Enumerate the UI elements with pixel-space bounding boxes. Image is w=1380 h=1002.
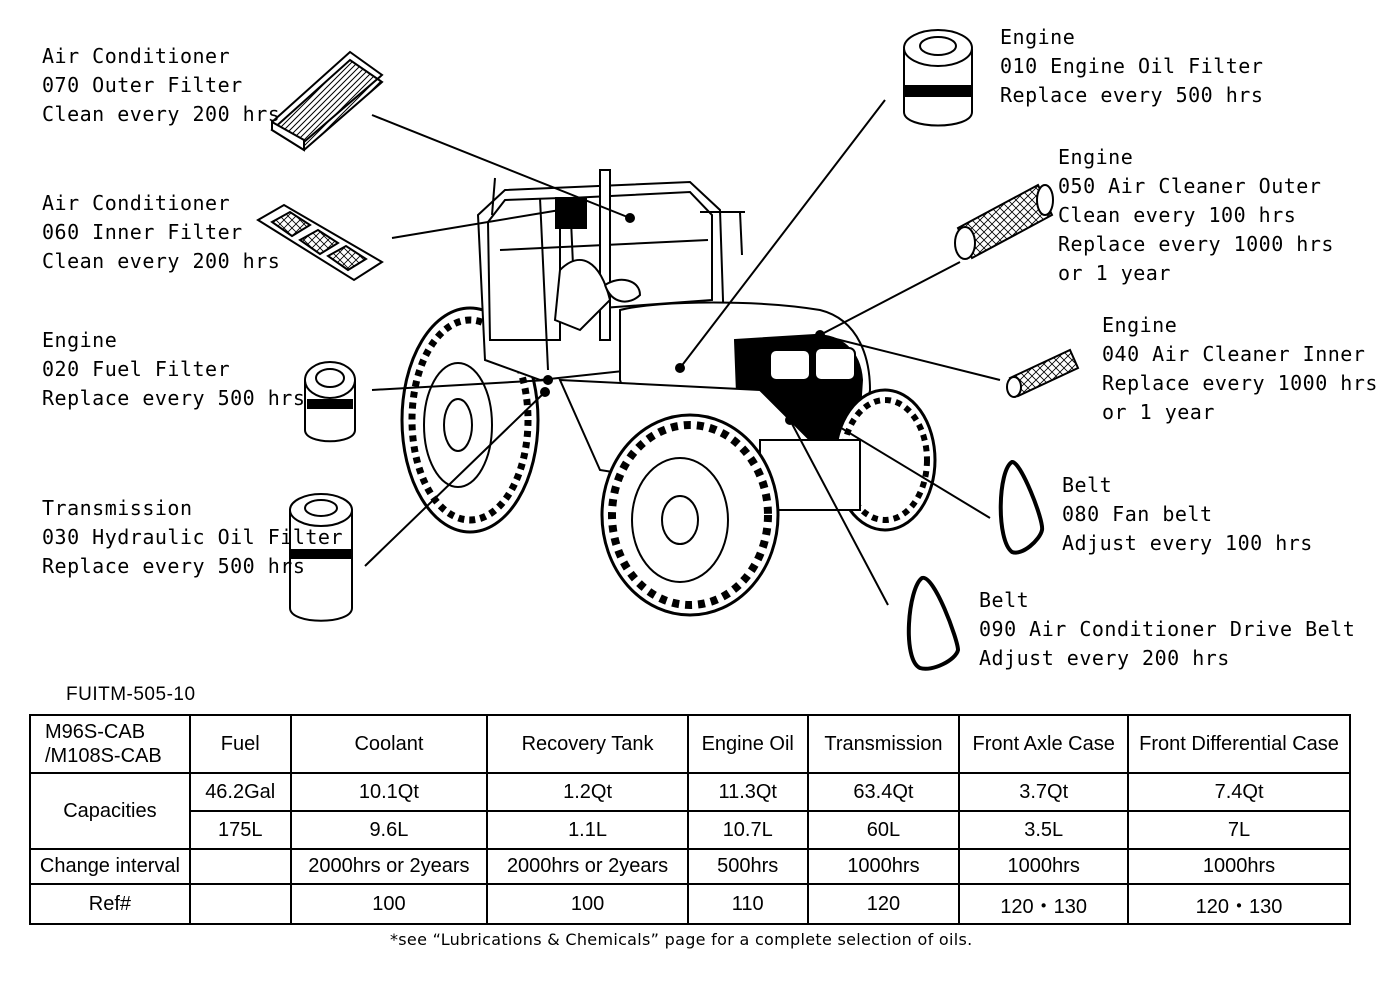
table-cell: 2000hrs or 2years: [289, 848, 489, 885]
table-cell: 3.5L: [958, 810, 1130, 850]
table-cell: 7L: [1127, 810, 1351, 850]
column-header: Engine Oil: [686, 714, 809, 774]
row-label: Capacities: [29, 772, 191, 850]
column-header: Recovery Tank: [486, 714, 689, 774]
table-cell: 7.4Qt: [1127, 772, 1351, 812]
table-row: Capacities 46.2Gal 10.1Qt 1.2Qt 11.3Qt 6…: [29, 772, 1351, 850]
table-cell: 1000hrs: [1127, 848, 1351, 885]
row-label: Ref#: [29, 883, 191, 925]
callout-hydraulic-filter: Transmission 030 Hydraulic Oil Filter Re…: [42, 496, 343, 578]
front-left-tire: [600, 413, 780, 617]
tractor-diagram: [256, 29, 1080, 671]
fan-belt-part: [998, 460, 1045, 555]
callout-engine-oil-filter: Engine 010 Engine Oil Filter Replace eve…: [1000, 25, 1264, 107]
table-cell: 100: [289, 883, 489, 925]
row-label: Change interval: [29, 848, 191, 885]
callout-air-cleaner-inner: Engine 040 Air Cleaner Inner Replace eve…: [1102, 313, 1378, 424]
tractor-illustration: [400, 169, 937, 617]
callout-outer-filter: Air Conditioner 070 Outer Filter Clean e…: [42, 44, 281, 126]
callout-air-cleaner-outer: Engine 050 Air Cleaner Outer Clean every…: [1058, 145, 1334, 285]
table-cell: 9.6L: [289, 810, 489, 850]
column-header: Front Differential Case: [1127, 714, 1351, 774]
table-cell: [188, 848, 292, 885]
table-cell: 11.3Qt: [686, 772, 809, 812]
callout-fan-belt: Belt 080 Fan belt Adjust every 100 hrs: [1062, 473, 1313, 555]
air-cleaner-inner-part: [1006, 348, 1080, 398]
table-cell: 110: [686, 883, 809, 925]
table-cell: 63.4Qt: [806, 772, 961, 812]
table-cell: 120: [806, 883, 961, 925]
table-cell: 1000hrs: [806, 848, 961, 885]
column-header: Transmission: [806, 714, 961, 774]
hydraulic-filter-part: [289, 493, 353, 622]
table-cell: 46.2Gal: [188, 772, 292, 812]
table-cell: 500hrs: [686, 848, 809, 885]
table-cell: 120・130: [958, 883, 1130, 925]
document-code: FUITM-505-10: [66, 684, 196, 705]
callout-inner-filter: Air Conditioner 060 Inner Filter Clean e…: [42, 191, 281, 273]
callout-ac-drive-belt: Belt 090 Air Conditioner Drive Belt Adju…: [979, 588, 1356, 670]
leader-lines: [364, 99, 1001, 606]
table-cell: 2000hrs or 2years: [486, 848, 689, 885]
table-cell: 1000hrs: [958, 848, 1130, 885]
table-cell: 10.7L: [686, 810, 809, 850]
engine-oil-filter-part: [903, 29, 973, 127]
table-row: Ref# 100 100 110 120 120・130 120・130: [29, 883, 1351, 925]
table-row: Change interval 2000hrs or 2years 2000hr…: [29, 848, 1351, 885]
table-cell: [188, 883, 292, 925]
inner-filter-part: [256, 203, 384, 282]
table-cell: 120・130: [1127, 883, 1351, 925]
table-cell: 175L: [188, 810, 292, 850]
callout-fuel-filter: Engine 020 Fuel Filter Replace every 500…: [42, 328, 306, 410]
table-cell: 1.1L: [486, 810, 689, 850]
column-header: Coolant: [289, 714, 489, 774]
fuel-filter-part: [304, 361, 356, 443]
table-cell: 100: [486, 883, 689, 925]
table-cell: 60L: [806, 810, 961, 850]
table-row: 175L 9.6L 1.1L 10.7L 60L 3.5L 7L: [30, 810, 1351, 850]
ac-belt-part: [906, 576, 961, 671]
table-cell: 10.1Qt: [289, 772, 489, 812]
capacities-table: M96S-CAB /M108S-CAB Fuel Coolant Recover…: [29, 714, 1351, 925]
footnote: *see “Lubrications & Chemicals” page for…: [390, 930, 973, 949]
outer-filter-part: [270, 50, 384, 152]
table-header-row: M96S-CAB /M108S-CAB Fuel Coolant Recover…: [29, 714, 1351, 774]
column-header: Fuel: [188, 714, 292, 774]
model-cell: M96S-CAB /M108S-CAB: [29, 714, 191, 774]
table-cell: 1.2Qt: [486, 772, 689, 812]
air-cleaner-outer-part: [954, 183, 1054, 260]
table-cell: 3.7Qt: [958, 772, 1130, 812]
column-header: Front Axle Case: [958, 714, 1130, 774]
